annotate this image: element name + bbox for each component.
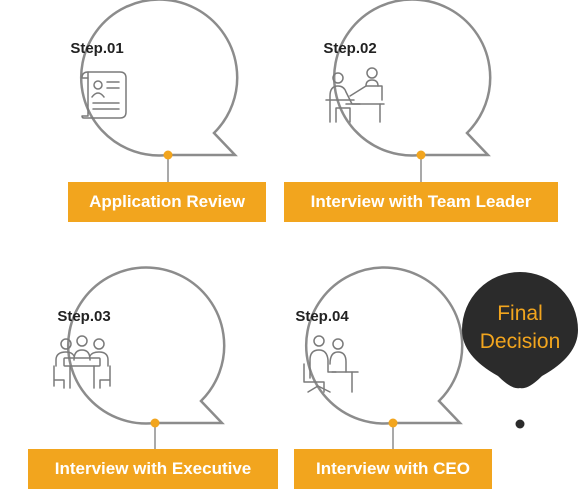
ceo-interview-icon bbox=[303, 335, 359, 393]
step-3-bubble bbox=[66, 266, 226, 449]
final-decision-label: Final Decision bbox=[462, 300, 578, 356]
final-decision-dot bbox=[515, 419, 525, 429]
final-decision-line1: Final bbox=[497, 302, 543, 325]
step-1-bubble bbox=[79, 0, 239, 182]
step-1-outline bbox=[79, 0, 239, 157]
executive-meeting-icon bbox=[53, 335, 111, 389]
final-decision-pin bbox=[462, 272, 578, 389]
step-4-label: Step.04 bbox=[295, 308, 349, 325]
team-leader-interview-icon bbox=[325, 67, 385, 123]
step-4-outline bbox=[304, 266, 464, 425]
step-2-title: Interview with Team Leader bbox=[284, 182, 558, 222]
step-1-dot bbox=[163, 150, 173, 160]
step-2-label: Step.02 bbox=[323, 40, 377, 57]
step-3-label: Step.03 bbox=[57, 308, 111, 325]
final-decision-line2: Decision bbox=[479, 330, 561, 353]
final-decision-marker bbox=[462, 272, 578, 429]
step-4-title: Interview with CEO bbox=[294, 449, 492, 489]
step-2-dot bbox=[416, 150, 426, 160]
step-1-title: Application Review bbox=[68, 182, 266, 222]
step-2-bubble bbox=[332, 0, 492, 182]
step-3-title: Interview with Executive bbox=[28, 449, 278, 489]
step-2-outline bbox=[332, 0, 492, 157]
step-3-outline bbox=[66, 266, 226, 425]
step-1-label: Step.01 bbox=[70, 40, 124, 57]
resume-document-icon bbox=[81, 71, 127, 119]
step-4-bubble bbox=[304, 266, 464, 449]
step-3-dot bbox=[150, 418, 160, 428]
step-4-dot bbox=[388, 418, 398, 428]
